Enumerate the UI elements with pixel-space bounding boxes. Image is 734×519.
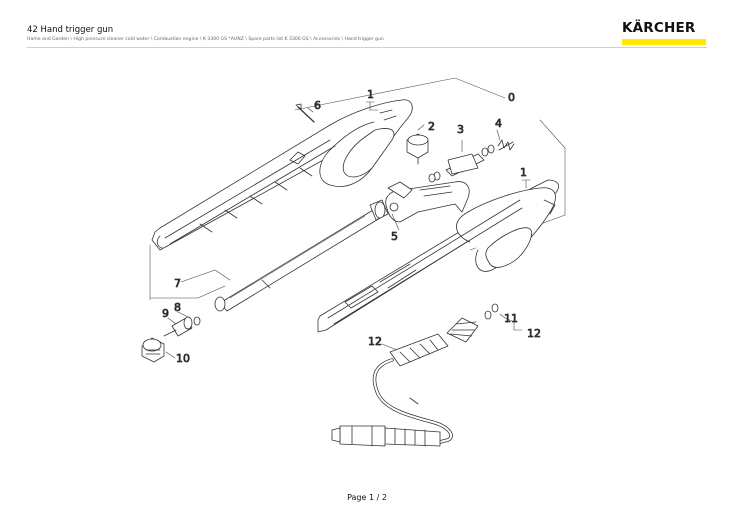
callout-10: 10 (176, 352, 190, 365)
callout-12-hose: 12 (368, 335, 382, 348)
callout-5: 5 (391, 230, 398, 243)
nozzle-fitting-part-9 (163, 316, 193, 337)
screw-part-6 (295, 103, 315, 123)
callout-8: 8 (174, 301, 181, 314)
page-indicator: Page 1 / 2 (347, 493, 387, 502)
breadcrumb[interactable]: Home and Garden \ High pressure cleaner … (27, 37, 384, 42)
callout-3: 3 (457, 123, 464, 136)
o-ring-part-8 (193, 316, 201, 326)
callout-6: 6 (314, 99, 321, 112)
callout-1-top: 1 (367, 88, 374, 101)
brand-logo-bar (622, 39, 706, 45)
brand-logo-text: KÄRCHER (622, 20, 696, 36)
callout-4: 4 (495, 117, 502, 130)
callout-0: 0 (508, 91, 515, 104)
handle-shell-right (317, 179, 559, 333)
o-ring-part-11 (484, 303, 499, 320)
valve-insert-part-2 (406, 133, 429, 165)
callout-9: 9 (162, 307, 169, 320)
barrel-pipe-part-7 (214, 199, 389, 312)
leader-lines (149, 101, 531, 359)
handle-body-left (151, 99, 413, 251)
callout-7: 7 (174, 277, 181, 290)
callout-12-right: 12 (527, 327, 541, 340)
page-title: 42 Hand trigger gun (27, 25, 114, 35)
hose-part-12 (331, 317, 479, 447)
nut-part-10 (141, 337, 165, 363)
callout-11: 11 (504, 312, 518, 325)
spring-part-4 (497, 139, 515, 151)
brand-logo: KÄRCHER (622, 20, 706, 54)
callout-2: 2 (428, 120, 435, 133)
trigger-lever-part-5 (385, 153, 479, 223)
header-divider (27, 47, 707, 48)
callout-1-right: 1 (520, 166, 527, 179)
